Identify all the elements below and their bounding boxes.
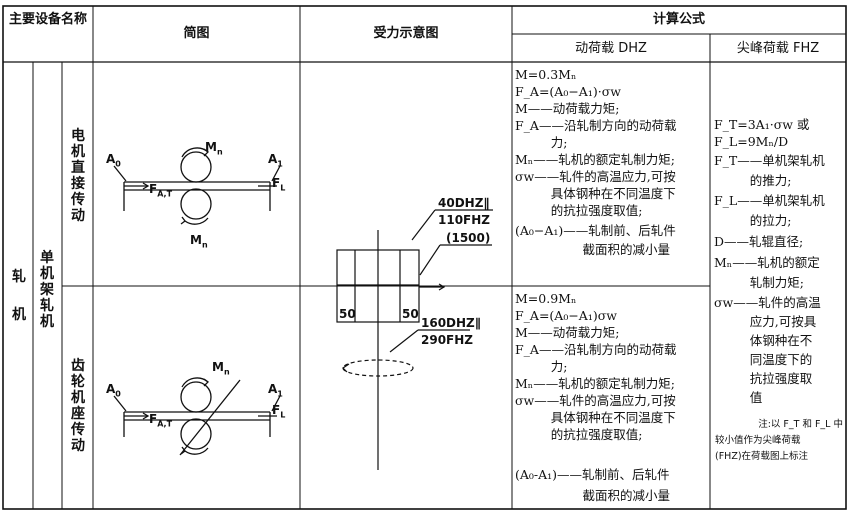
header-force: 受力示意图 [373,26,439,41]
dyn1-line-6: σw——轧件的高温应力,可按 [515,169,676,184]
peak-line-14: 值 [714,390,763,405]
peak-line-5: 的拉力; [714,213,792,228]
row2-label: 齿轮机座传动 [71,358,85,454]
dyn2-line-3: F_A——沿轧制方向的动荷载 [515,342,677,357]
header-equipment: 主要设备名称 [8,12,87,27]
sketch1-mn-label: Mn [205,140,223,157]
dyn2-line-0: M=0.9Mₙ [515,291,577,306]
header-sketch: 简图 [183,26,210,41]
peak-line-10: 应力,可按具 [714,314,817,329]
sketch2-fat-label: FA,T [149,412,173,429]
force-bottom-fhz: 290FHZ [421,333,473,347]
force-top-fhz: 110FHZ [438,213,490,227]
dyn1-line-2: M——动荷载力矩; [515,101,620,116]
dyn2-line-1: F_A=(A₀−A₁)σw [515,308,617,323]
dyn1-line-5: Mₙ——轧机的额定轧制力矩; [515,152,675,167]
force-top-paren: (1500) [446,231,491,245]
note-line-2: (FHZ)在荷载图上标注 [715,451,809,462]
dyn2-line-2: M——动荷载力矩; [515,325,620,340]
sketch2-mn-label: Mn [212,360,230,377]
peak-line-11: 体钢种在不 [714,333,813,348]
dyn2-line-10: 截面积的减小量 [515,488,671,503]
peak-line-12: 同温度下的 [714,352,813,367]
peak-line-1: F_L=9Mₙ/D [714,134,789,149]
dyn1-line-4: 力; [515,135,568,150]
row1-label: 电机直接传动 [71,128,85,224]
peak-line-3: 的推力; [714,173,792,188]
dyn2-line-9: (A₀-A₁)——轧制前、后轧件 [515,467,670,482]
dyn1-line-8: 的抗拉强度取值; [515,203,643,218]
row-sub-label: 单机架轧机 [40,250,54,330]
peak-line-4: F_L——单机架轧机 [714,193,825,208]
dyn1-line-0: M=0.3Mₙ [515,67,577,82]
note-line-1: 较小值作为尖峰荷载 [715,435,801,446]
peak-line-6: D——轧辊直径; [714,234,804,249]
peak-line-0: F_T=3A₁·σw 或 [714,117,810,132]
dyn2-line-4: 力; [515,359,568,374]
header-formula: 计算公式 [652,12,705,27]
sketch-motor-direct [113,147,281,225]
dyn2-line-7: 具体钢种在不同温度下 [515,410,676,425]
peak-line-9: σw——轧件的高温 [714,295,821,310]
force-top-dhz: 40DHZ∥ [438,196,490,210]
sketch1-fat-label: FA,T [149,182,173,199]
peak-line-13: 抗拉强度取 [714,371,813,386]
note-line-0: 注:以 F_T 和 F_L 中 [758,419,843,430]
peak-line-7: Mₙ——轧机的额定 [714,255,820,270]
row-group-label: 轧机 [12,269,26,323]
sketch2-a1-label: A1 [268,382,283,399]
dyn1-line-3: F_A——沿轧制方向的动荷载 [515,118,677,133]
dyn1-line-9: (A₀−A₁)——轧制前、后轧件 [515,223,676,238]
force-dim-right: 50 [402,307,419,321]
force-diagram [336,209,493,470]
sketch-gear-base [113,377,281,456]
dyn2-line-6: σw——轧件的高温应力,可按 [515,393,676,408]
dyn2-line-5: Mₙ——轧机的额定轧制力矩; [515,376,675,391]
header-peak: 尖峰荷载 FHZ [736,41,820,56]
peak-line-2: F_T——单机架轧机 [714,153,825,168]
sketch2-fl-label: FL [272,403,286,420]
sketch1-a0-label: A0 [106,152,121,169]
peak-line-8: 轧制力矩; [714,275,804,290]
header-dynamic: 动荷载 DHZ [575,41,647,56]
dyn1-line-10: 截面积的减小量 [515,242,671,257]
dyn1-line-7: 具体钢种在不同温度下 [515,186,676,201]
sketch1-fl-label: FL [272,176,286,193]
sketch1-a1-label: A1 [268,152,283,169]
force-dim-left: 50 [339,307,356,321]
dyn2-line-8: 的抗拉强度取值; [515,427,643,442]
sketch1-mn-bottom-label: Mn [190,233,208,250]
dyn1-line-1: F_A=(A₀−A₁)·σw [515,84,621,99]
force-bottom-dhz: 160DHZ∥ [421,316,481,330]
sketch2-a0-label: A0 [106,382,121,399]
